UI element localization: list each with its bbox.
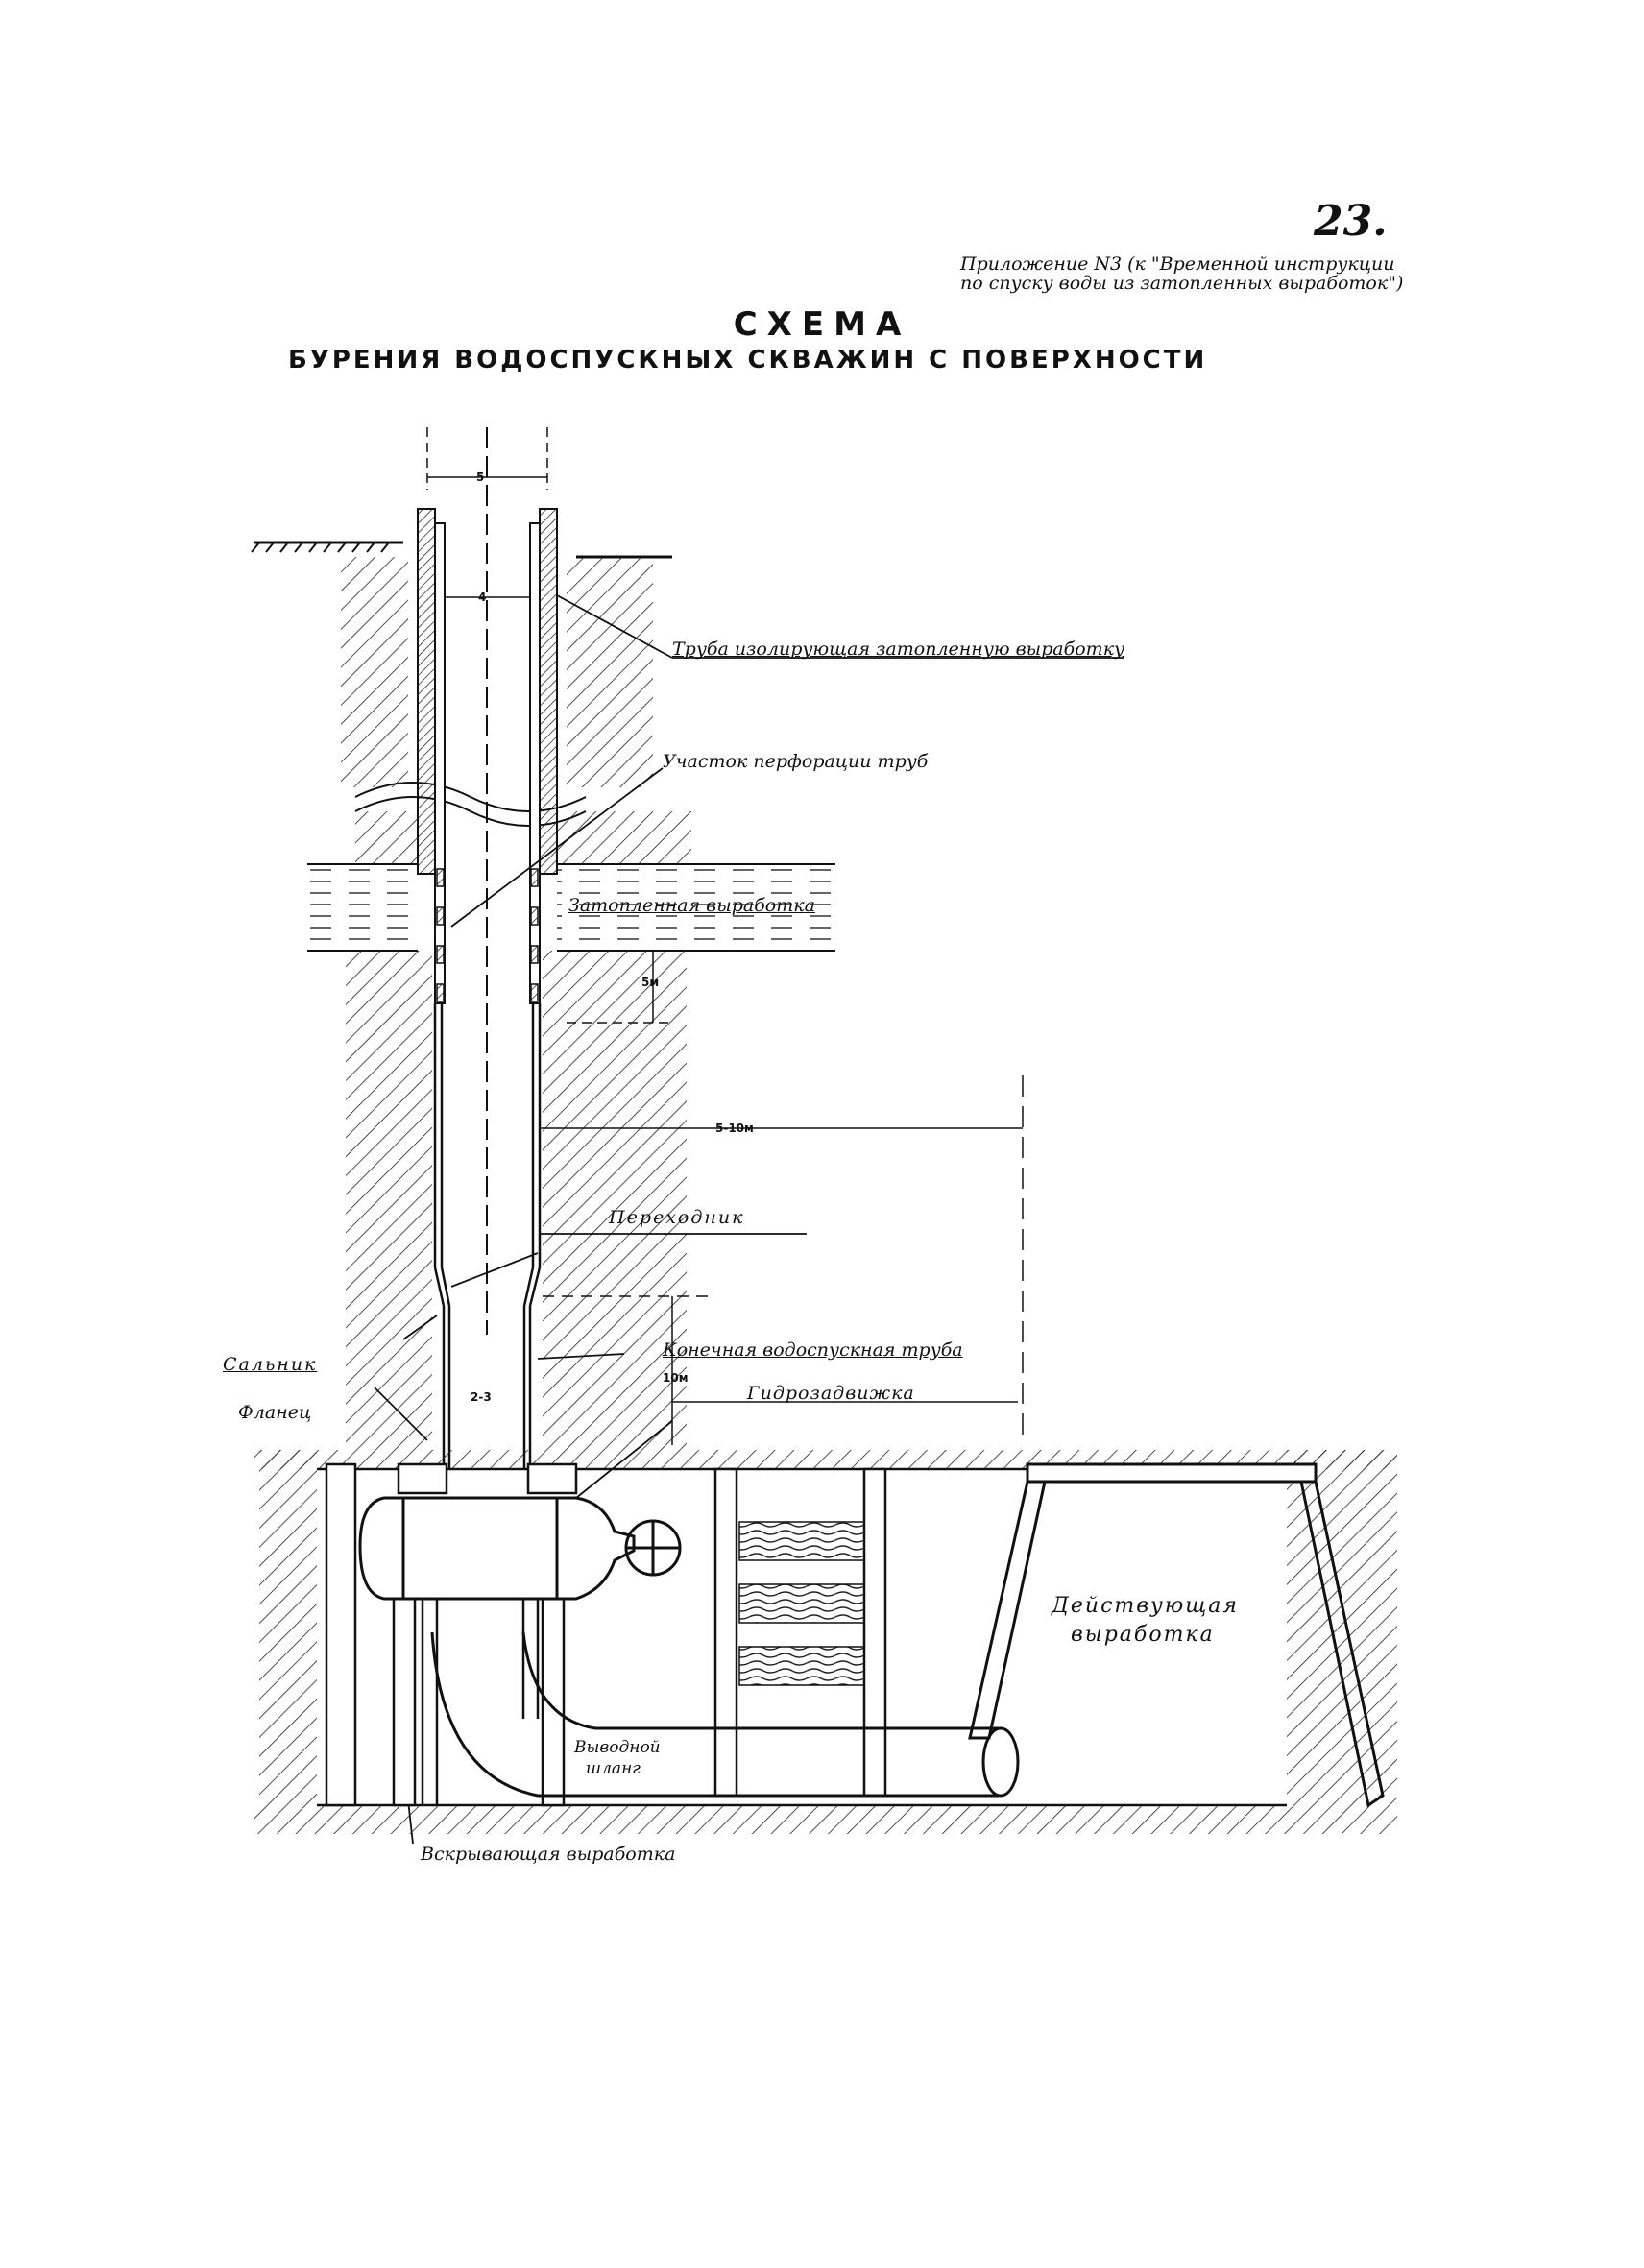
dim-5: 5: [476, 470, 485, 484]
label-perforation: Участок перфорации труб: [663, 751, 929, 772]
rock-right-mid: [557, 811, 691, 864]
appendix-line-1: Приложение N3 (к "Временной инструкции: [960, 253, 1395, 275]
label-adapter: Переходник: [609, 1207, 745, 1228]
gland-flange: [397, 1462, 578, 1495]
label-flange: Фланец: [238, 1402, 312, 1423]
active-working-frame: [968, 1462, 1385, 1808]
rock-left-upper: [341, 557, 408, 787]
label-gland: Сальник: [223, 1354, 318, 1375]
page-number: 23.: [1314, 197, 1388, 246]
dim-5-10m: 5-10м: [715, 1122, 754, 1135]
diagram-title: СХЕМА: [733, 305, 911, 344]
label-outlet-hose-2: шланг: [586, 1759, 641, 1778]
label-final-pipe: Конечная водоспускная труба: [663, 1339, 963, 1361]
dimension-lines: [540, 950, 1024, 1445]
appendix-line-2: по спуску воды из затопленных выработок"…: [960, 273, 1404, 294]
dim-2-3: 2-3: [471, 1390, 492, 1404]
lagging-planks: [738, 1521, 865, 1686]
timber-supports: [325, 1462, 887, 1807]
label-isolating-pipe: Труба изолирующая затопленную выработку: [672, 639, 1125, 660]
rock-right-lower: [543, 951, 687, 1450]
dim-5m: 5м: [641, 976, 660, 989]
dim-10m: 10м: [663, 1371, 689, 1385]
label-active-working-2: выработка: [1071, 1623, 1215, 1647]
leader-lines: [374, 594, 1124, 1845]
dim-4: 4: [478, 591, 487, 604]
inner-casing: [433, 1003, 542, 1469]
label-opening-working: Вскрывающая выработка: [421, 1844, 676, 1865]
hydro-valve: [358, 1496, 682, 1601]
downpipes: [421, 1599, 540, 1805]
rock-left-lower: [346, 951, 432, 1450]
ground-surface: [251, 541, 672, 559]
outlet-hose: [430, 1631, 1020, 1798]
isolating-pipe: [417, 508, 558, 1004]
flooded-working-water: [307, 864, 418, 951]
label-hydro-valve: Гидрозадвижка: [747, 1383, 915, 1404]
rock-right-upper: [567, 557, 653, 787]
label-flooded-working: Затопленная выработка: [568, 895, 815, 916]
rock-left-mid: [355, 811, 418, 864]
appendix-note: Приложение N3 (к "Временной инструкции п…: [960, 254, 1403, 293]
label-active-working-1: Действующая: [1052, 1594, 1239, 1618]
diagram-subtitle: БУРЕНИЯ ВОДОСПУСКНЫХ СКВАЖИН С ПОВЕРХНОС…: [288, 346, 1208, 374]
label-outlet-hose-1: Выводной: [574, 1738, 661, 1757]
perforation-slots: [436, 868, 539, 1002]
